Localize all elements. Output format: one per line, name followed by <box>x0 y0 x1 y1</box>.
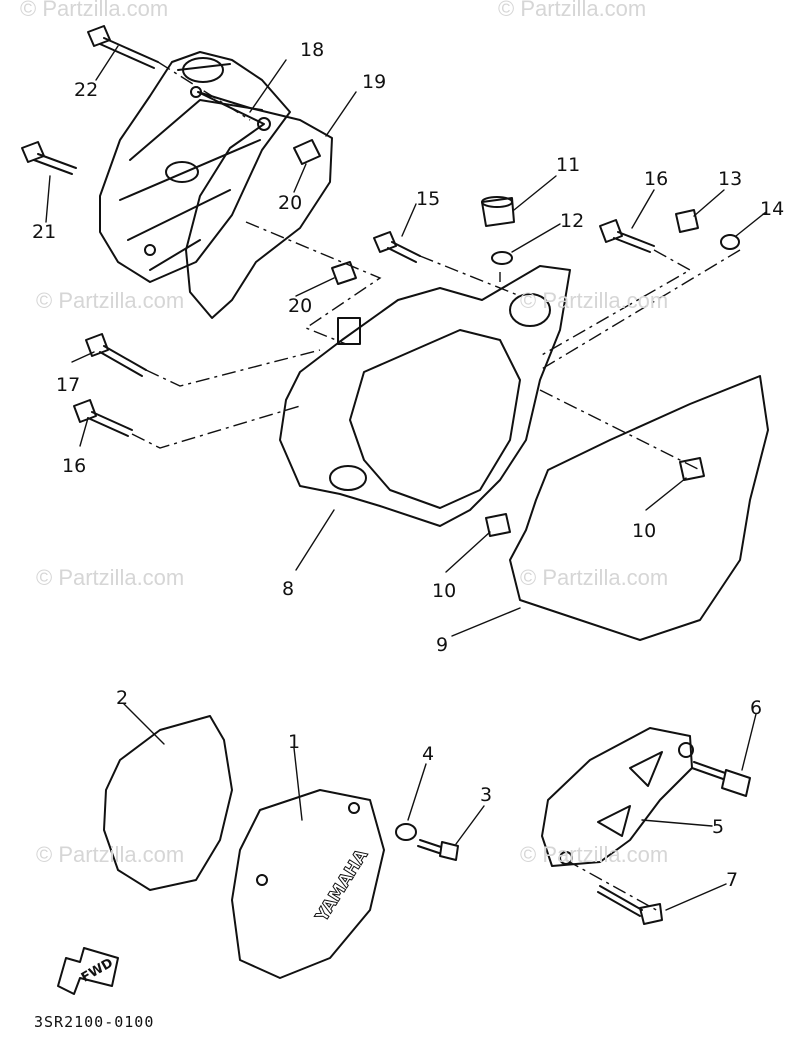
callout-15: 15 <box>416 188 441 210</box>
callout-12: 12 <box>560 210 585 232</box>
callout-20-upper: 20 <box>278 192 303 214</box>
watermark-text: © Partzilla.com <box>520 842 669 867</box>
callout-22: 22 <box>74 79 99 101</box>
sprocket-guard-5 <box>541 727 694 867</box>
watermark-text: © Partzilla.com <box>36 842 185 867</box>
bolt-6 <box>691 761 751 797</box>
callout-5: 5 <box>712 816 725 838</box>
callout-2: 2 <box>116 687 129 709</box>
o-ring-12 <box>491 251 513 265</box>
callout-10-left: 10 <box>432 580 457 602</box>
callout-9: 9 <box>436 634 449 656</box>
callout-13: 13 <box>718 168 743 190</box>
watermark-text: © Partzilla.com <box>520 288 669 313</box>
callout-4: 4 <box>422 743 435 765</box>
gasket-19 <box>185 91 333 319</box>
bolt-3 <box>417 839 459 861</box>
gasket-9 <box>509 375 769 641</box>
bolt-17 <box>85 333 147 377</box>
watermark-text: © Partzilla.com <box>36 565 185 590</box>
forward-arrow-icon: FWD <box>57 947 119 995</box>
callout-16-right: 16 <box>644 168 669 190</box>
bolt-21 <box>21 141 77 175</box>
callout-14: 14 <box>760 198 785 220</box>
callout-6: 6 <box>750 697 763 719</box>
clutch-cover-8 <box>279 265 571 527</box>
leader-lines <box>45 45 767 911</box>
callout-18: 18 <box>300 39 325 61</box>
dowel-20-upper <box>293 139 321 165</box>
callout-8: 8 <box>282 578 295 600</box>
callout-20-lower: 20 <box>288 295 313 317</box>
watermark-text: © Partzilla.com <box>20 0 169 21</box>
callout-16-left: 16 <box>62 455 87 477</box>
callout-11: 11 <box>556 154 581 176</box>
bolt-16-right <box>599 219 655 253</box>
dowel-10-left <box>485 513 511 537</box>
assembly-lines <box>131 61 741 471</box>
callout-7: 7 <box>726 869 739 891</box>
bolt-15 <box>373 231 421 263</box>
bolt-16-left <box>73 399 133 437</box>
generator-cover-1: YAMAHA <box>231 789 385 979</box>
callout-19: 19 <box>362 71 387 93</box>
crankcase-cover-18 <box>99 51 291 283</box>
callout-3: 3 <box>480 784 493 806</box>
gasket-2 <box>103 715 233 891</box>
callout-10-right: 10 <box>632 520 657 542</box>
bolt-13 <box>675 209 699 233</box>
bolt-22 <box>87 25 159 69</box>
dowel-10-right <box>679 457 705 481</box>
callout-1: 1 <box>288 731 301 753</box>
callout-17: 17 <box>56 374 81 396</box>
diagram-part-number: 3SR2100-0100 <box>34 1013 155 1031</box>
washer-14 <box>720 234 740 250</box>
dowel-20-lower <box>331 261 357 285</box>
washer-4 <box>395 823 417 841</box>
watermark-text: © Partzilla.com <box>520 565 669 590</box>
filler-plug-11 <box>481 196 515 227</box>
callout-21: 21 <box>32 221 57 243</box>
watermark-text: © Partzilla.com <box>498 0 647 21</box>
bolt-7 <box>597 885 663 925</box>
watermark-text: © Partzilla.com <box>36 288 185 313</box>
